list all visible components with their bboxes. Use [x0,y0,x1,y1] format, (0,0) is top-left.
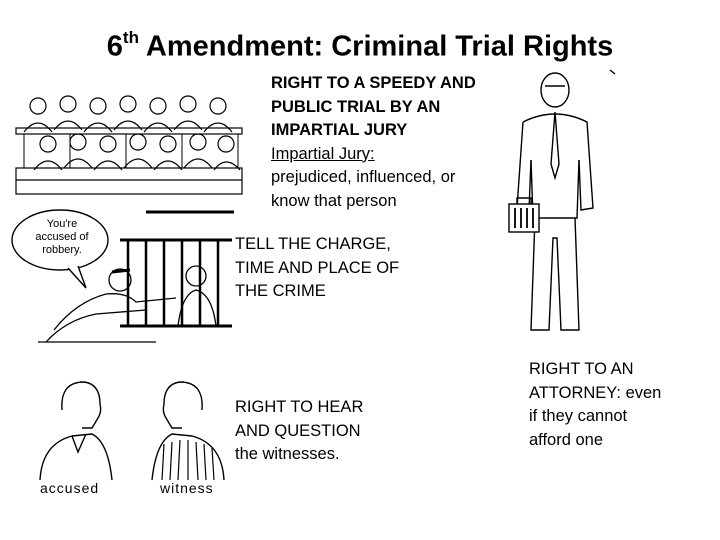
speedy-line-1: RIGHT TO A SPEEDY AND [271,74,476,92]
title-rest: Amendment: Criminal Trial Rights [138,30,614,63]
speech-line-1: You're [46,218,78,230]
accused-caption: accused [40,480,100,496]
attorney-line-4: afford one [529,430,604,449]
witness-line-3: the witnesses. [235,445,340,463]
speech-bubble-text: You're accused of robbery. [14,218,110,257]
attorney-line-3: if they cannot [529,407,628,425]
accused-witness-illustration [39,381,225,481]
charge-line-2: TIME AND PLACE OF [235,258,400,277]
impartial-jury-term: Impartial Jury: [271,144,375,163]
title-suffix: th [122,28,139,47]
witness-caption: witness [160,480,214,496]
page-title: 6th Amendment: Criminal Trial Rights [0,28,720,64]
speedy-trial-block: RIGHT TO A SPEEDY AND PUBLIC TRIAL BY AN… [271,72,476,213]
impartial-jury-def-1: prejudiced, influenced, or [271,168,456,186]
impartial-jury-def-2: know that person [271,191,397,210]
attorney-line-2: ATTORNEY: even [529,382,661,406]
speech-line-3: robbery. [42,244,82,256]
attorney-block: RIGHT TO AN ATTORNEY: even if they canno… [529,358,661,452]
speedy-line-2: PUBLIC TRIAL BY AN [271,97,441,116]
witness-line-2: AND QUESTION [235,421,361,440]
witness-block: RIGHT TO HEAR AND QUESTION the witnesses… [235,396,363,467]
attorney-line-1: RIGHT TO AN [529,360,634,378]
jail-cell-illustration [38,210,234,343]
jury-illustration [15,95,243,195]
charge-line-1: TELL THE CHARGE, [235,235,391,253]
title-ordinal: 6 [106,30,123,63]
speech-bubble [11,209,109,289]
speech-line-2: accused of [35,231,89,243]
charge-block: TELL THE CHARGE, TIME AND PLACE OF THE C… [235,233,399,304]
attorney-line-2-rest: even [621,383,662,402]
witness-line-1: RIGHT TO HEAR [235,398,364,416]
charge-line-3: THE CRIME [235,282,326,300]
attorney-illustration [508,69,616,331]
speedy-line-3: IMPARTIAL JURY [271,121,408,139]
attorney-term: ATTORNEY: [529,383,621,402]
